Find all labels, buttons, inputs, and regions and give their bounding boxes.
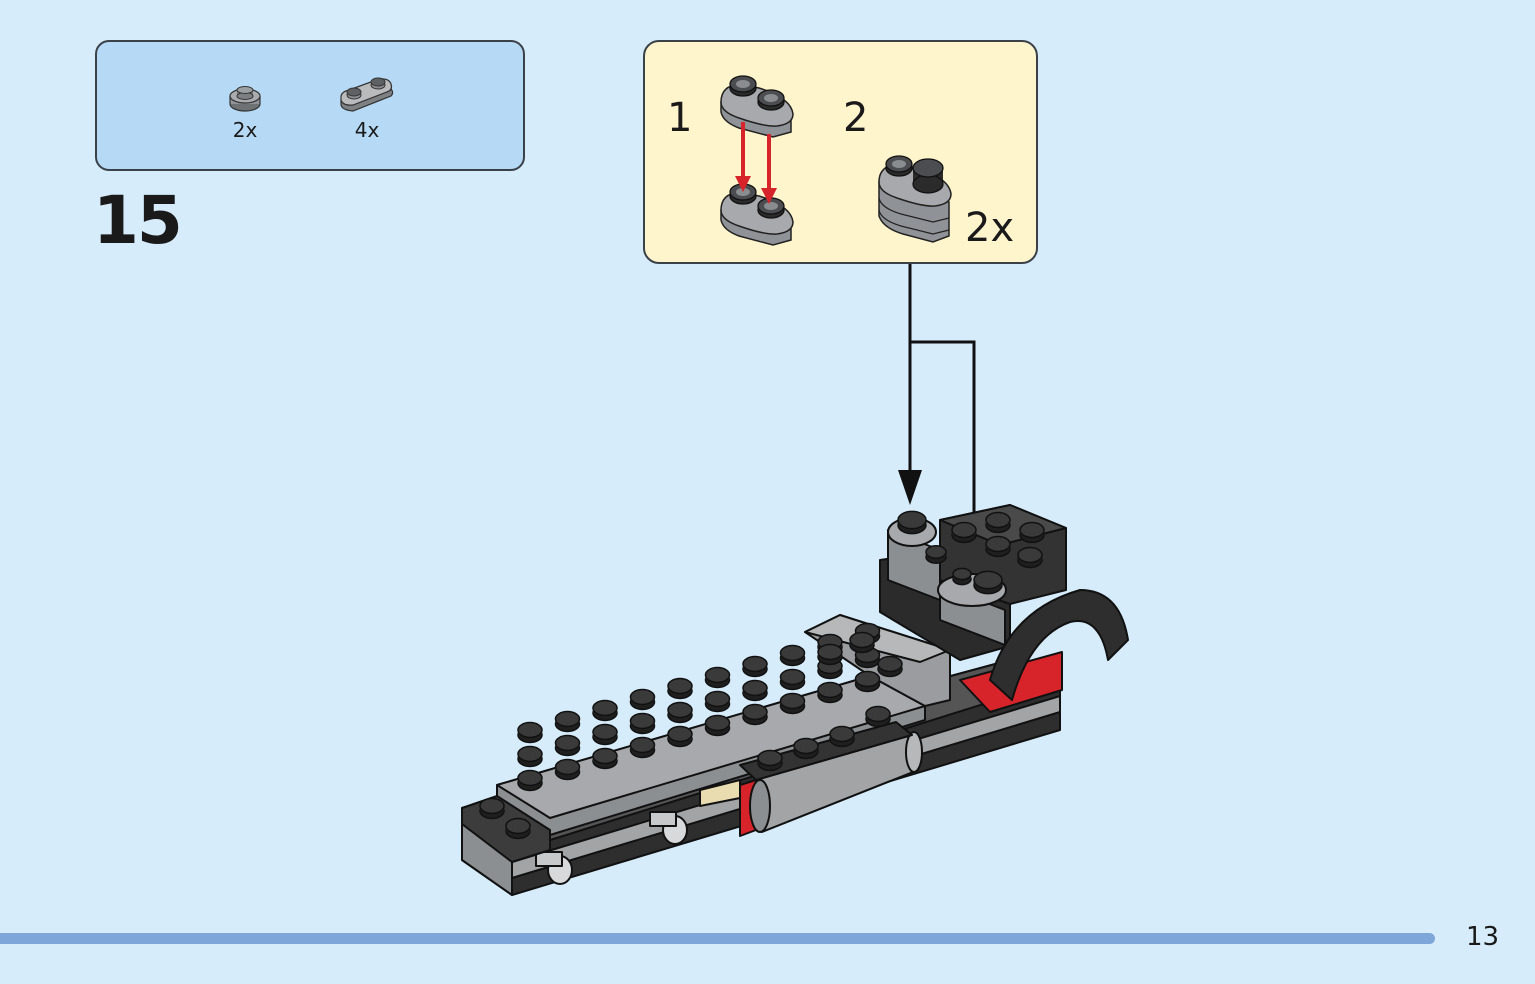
stud: [554, 758, 581, 781]
stud: [704, 714, 731, 737]
stud: [742, 655, 768, 678]
stud: [742, 703, 768, 726]
page-number: 13: [1466, 922, 1500, 952]
stud: [479, 797, 505, 820]
plate-1x2-bottom: [720, 183, 794, 246]
stud: [1017, 546, 1043, 569]
stud: [517, 769, 543, 792]
stud: [517, 745, 543, 768]
sub-step-1-label: 1: [667, 95, 693, 141]
stud: [925, 545, 947, 564]
stud: [592, 699, 618, 722]
sub-step-1-illustration: [720, 75, 794, 246]
vehicle-model: [461, 504, 1129, 896]
stud: [517, 721, 543, 744]
stud: [704, 690, 731, 713]
round-plate-1x1-icon: [229, 86, 261, 112]
stud: [817, 681, 843, 704]
stud: [592, 747, 618, 770]
stud: [793, 737, 819, 760]
stud: [667, 677, 693, 700]
stud: [742, 679, 768, 702]
red-arrow-icon: [735, 122, 751, 192]
stud: [849, 631, 875, 654]
sub-assembly-callout: 1 2 2x: [643, 40, 1038, 264]
stud: [854, 670, 881, 693]
part-quantity: 4x: [354, 118, 380, 142]
stud: [779, 644, 806, 667]
stud: [779, 692, 806, 715]
part-quantity: 2x: [232, 118, 258, 142]
stud: [757, 749, 783, 772]
stud: [554, 710, 581, 733]
stud: [629, 688, 656, 711]
stud: [629, 736, 656, 759]
stud: [877, 655, 903, 678]
stud-grid: [479, 510, 1045, 840]
stud: [592, 723, 618, 746]
step-number: 15: [93, 182, 183, 259]
stud: [854, 646, 881, 669]
stud: [985, 511, 1011, 534]
stud: [897, 510, 927, 535]
part-round-plate: 2x: [205, 70, 285, 150]
parts-list-callout: 2x 4x: [95, 40, 525, 171]
red-arrow-icon: [761, 134, 777, 204]
stud: [865, 705, 891, 728]
plate-1x2-top: [720, 75, 794, 138]
stud: [951, 521, 977, 544]
sub-assembly-quantity: 2x: [965, 205, 1015, 251]
stud: [667, 725, 693, 748]
stud: [973, 570, 1003, 595]
stud: [779, 668, 806, 691]
sub-step-2-label: 2: [843, 95, 869, 141]
stud: [667, 701, 693, 724]
stud: [505, 817, 531, 840]
stud: [554, 734, 581, 757]
stud: [1019, 521, 1045, 544]
stud: [629, 712, 656, 735]
stud: [829, 725, 855, 748]
part-plate-1x2-rounded: 4x: [327, 70, 407, 150]
stud: [952, 567, 972, 586]
stud: [817, 643, 843, 666]
stud: [985, 535, 1011, 558]
page-progress-bar: [0, 933, 1435, 944]
stud: [704, 666, 731, 689]
sub-step-2-illustration: [878, 155, 952, 243]
plate-1x2-rounded-icon: [340, 77, 394, 112]
